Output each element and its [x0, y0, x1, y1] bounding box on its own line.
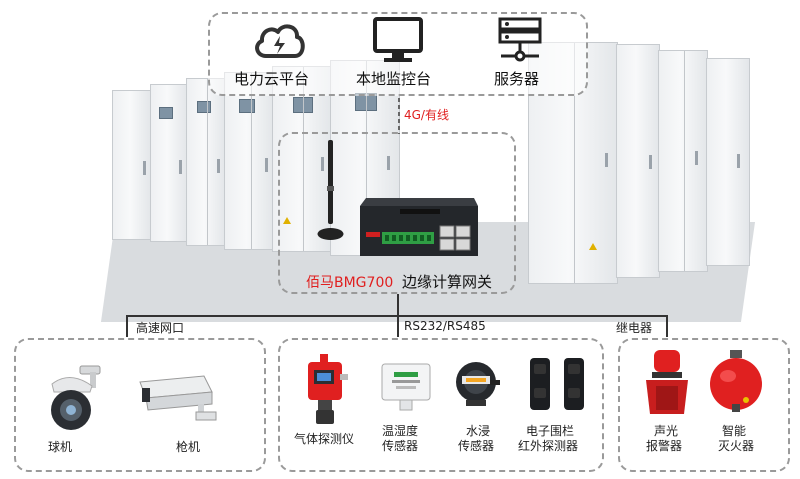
server-label: 服务器 [494, 70, 540, 88]
trunk-line [397, 294, 399, 316]
relay-label: 继电器 [616, 321, 653, 335]
monitor-icon [373, 17, 423, 62]
ball-camera-label: 球机 [48, 440, 73, 454]
server-icon [498, 17, 542, 62]
relay-drop [666, 315, 668, 337]
gas-detector-label: 气体探测仪 [294, 432, 355, 446]
water-sensor-label-2: 传感器 [458, 439, 495, 453]
cabinet [112, 90, 152, 240]
fire-extinguisher-icon [710, 350, 762, 412]
gateway-title-label: 边缘计算网关 [402, 273, 493, 291]
cabinet [272, 66, 332, 252]
extinguisher-label-1: 智能 [722, 424, 747, 438]
ball-camera-icon [51, 365, 101, 430]
temp-humidity-sensor-icon [381, 363, 431, 411]
cloud-icon [255, 24, 305, 58]
gun-camera-icon [139, 375, 217, 421]
cabinet [658, 50, 708, 272]
gateway-device [360, 198, 478, 256]
fence-label-2: 红外探测器 [518, 439, 579, 453]
gas-detector-icon [308, 354, 348, 424]
uplink-label: 4G/有线 [404, 108, 449, 122]
camera-box [14, 338, 266, 472]
network-drop [126, 315, 128, 337]
uplink-line [398, 98, 400, 134]
network-label: 高速网口 [136, 321, 185, 335]
water-sensor-label-1: 水浸 [466, 424, 491, 438]
temp-humidity-label-2: 传感器 [382, 439, 419, 453]
fence-label-1: 电子围栏 [526, 424, 575, 438]
extinguisher-label-2: 灭火器 [718, 439, 755, 453]
cabinet [706, 58, 750, 266]
infrared-fence-icon [530, 358, 584, 410]
alarm-label-1: 声光 [654, 424, 679, 438]
alarm-label-2: 报警器 [646, 439, 683, 453]
relay-device-box [618, 338, 790, 472]
serial-drop [397, 315, 399, 337]
cabinet [224, 72, 274, 250]
sensor-box [278, 338, 604, 472]
local-monitor-label: 本地监控台 [356, 70, 432, 88]
gun-camera-label: 枪机 [176, 440, 201, 454]
sound-light-alarm-icon [646, 350, 688, 414]
antenna-icon [317, 140, 344, 240]
cloud-platform-label: 电力云平台 [234, 70, 310, 88]
cabinet [616, 44, 660, 278]
cabinet [186, 78, 226, 246]
temp-humidity-label-1: 温湿度 [382, 424, 419, 438]
serial-label: RS232/RS485 [404, 319, 486, 333]
gateway-box [278, 132, 516, 294]
gateway-brand-label: 佰马BMG700 [306, 275, 394, 291]
water-sensor-icon [456, 362, 500, 406]
cabinet [150, 84, 188, 242]
